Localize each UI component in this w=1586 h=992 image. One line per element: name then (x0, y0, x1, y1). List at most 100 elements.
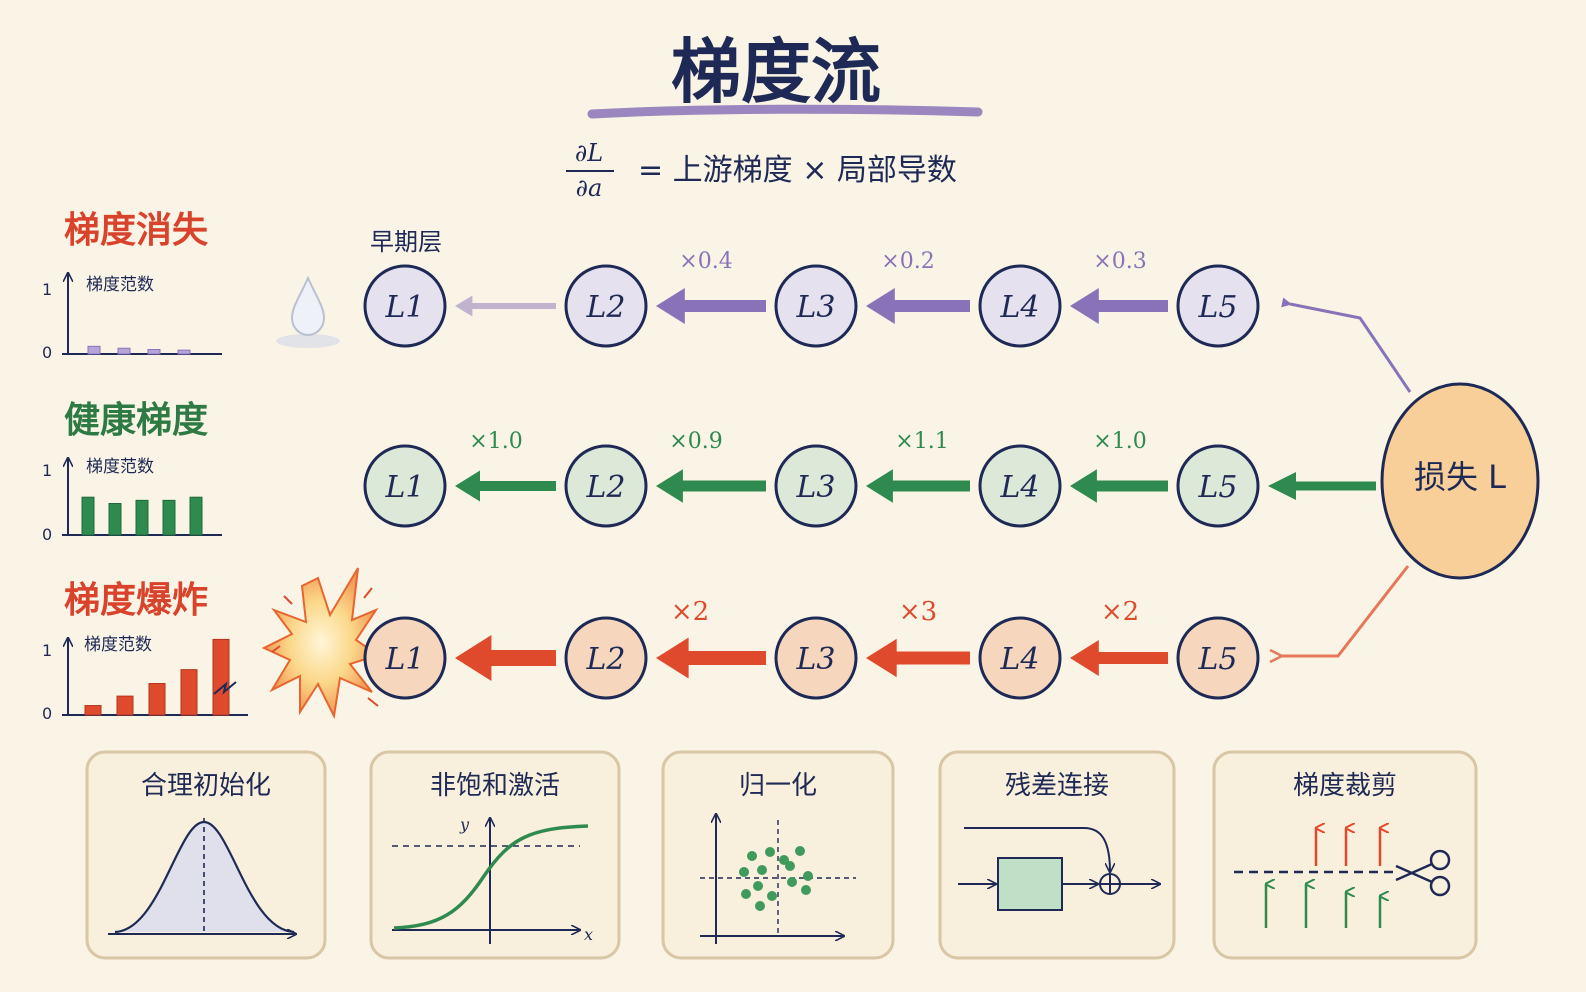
explode-layer-label: L4 (999, 642, 1039, 677)
axis-y-label: y (459, 815, 470, 834)
vanish-gradient-arrow (656, 288, 766, 324)
chart-ytick-0: 0 (42, 704, 52, 723)
healthy-gradient-arrow (656, 469, 766, 503)
vanish-layer-node: L3 (774, 264, 858, 348)
healthy-layer-node: L5 (1176, 444, 1260, 528)
explode-layer-node: L1 (363, 616, 447, 700)
vanish-layer-label: L1 (384, 290, 424, 325)
vanish-layer-label: L2 (585, 290, 625, 325)
loss-to-explode-arrow (1280, 565, 1410, 656)
chart-bar (117, 347, 131, 355)
vanish-layer-label: L5 (1197, 290, 1237, 325)
title-underline (587, 104, 983, 119)
healthy-gradient-arrow (866, 469, 970, 503)
healthy-layer-label: L2 (585, 470, 625, 505)
bell-curve-icon (108, 818, 296, 934)
explode-layer-label: L2 (585, 642, 625, 677)
vanish-layer-label: L4 (999, 290, 1039, 325)
chart-bar (162, 499, 176, 536)
chart-bar (87, 345, 101, 355)
explode-layer-node: L5 (1176, 616, 1260, 700)
fix-card-residual: 残差连接 (938, 750, 1176, 960)
explode-multiplier: ×2 (1101, 597, 1139, 627)
explode-layer-label: L1 (384, 642, 424, 677)
healthy-multiplier: ×1.1 (895, 429, 948, 454)
chart-bar (180, 669, 198, 716)
explode-gradient-arrow (455, 635, 556, 681)
scissors-clip-icon (1234, 828, 1451, 928)
loss-node: 损失 L (1280, 297, 1540, 656)
healthy-layer-node: L1 (363, 444, 447, 528)
explode-gradient-arrow (866, 638, 970, 678)
formula-numerator: ∂L (575, 139, 603, 167)
fix-label: 归一化 (739, 771, 817, 801)
sigmoid-curve-icon: x y (392, 815, 593, 944)
chart-ytick-0: 0 (42, 343, 52, 362)
chart-bar (81, 496, 95, 536)
healthy-layer-node: L3 (774, 444, 858, 528)
healthy-layer-label: L3 (795, 470, 835, 505)
vanish-gradient-arrow (455, 295, 556, 317)
chart-ytick-1: 1 (42, 280, 52, 299)
healthy-layer-node: L4 (978, 444, 1062, 528)
explode-layer-node: L2 (564, 616, 648, 700)
chart-ytick-0: 0 (42, 525, 52, 544)
explode-layer-node: L4 (978, 616, 1062, 700)
loss-to-healthy-arrow (1268, 472, 1376, 500)
chart-bar (135, 499, 149, 536)
healthy-title: 健康梯度 (64, 399, 208, 441)
explode-layer-label: L3 (795, 642, 835, 677)
early-layer-label: 早期层 (370, 228, 442, 256)
axis-x-label: x (584, 925, 593, 944)
water-drop-icon (276, 275, 340, 348)
vanish-layer-label: L3 (795, 290, 835, 325)
vanish-title: 梯度消失 (64, 210, 209, 251)
explode-layer-label: L5 (1197, 642, 1237, 677)
vanish-multiplier: ×0.3 (1093, 249, 1146, 274)
chain-rule-formula: ∂L ∂a = 上游梯度 × 局部导数 (566, 139, 957, 202)
scatter-normalized-icon (700, 814, 856, 944)
explode-layer-node: L3 (774, 616, 858, 700)
loss-label: 损失 L (1414, 458, 1506, 496)
fix-card-clipping: 梯度裁剪 (1212, 750, 1478, 960)
vanish-multiplier: ×0.4 (679, 249, 732, 274)
fix-label: 梯度裁剪 (1293, 771, 1397, 801)
healthy-layer-node: L2 (564, 444, 648, 528)
chart-ylabel: 梯度范数 (86, 275, 154, 295)
fix-card-normalization: 归一化 (661, 750, 895, 960)
chart-bar (147, 349, 161, 355)
explosion-icon (261, 567, 381, 720)
explode-gradient-arrow (656, 637, 766, 679)
vanish-norm-chart: 梯度范数 1 0 (42, 273, 222, 362)
chart-ytick-1: 1 (42, 461, 52, 480)
vanish-layer-node: L5 (1176, 264, 1260, 348)
loss-to-vanish-arrow (1281, 297, 1412, 393)
chart-bar (108, 503, 122, 536)
vanish-gradient-arrow (866, 288, 970, 324)
fix-card-activation: 非饱和激活 x y (369, 750, 621, 960)
fix-label: 合理初始化 (141, 771, 271, 801)
explode-title: 梯度爆炸 (64, 580, 208, 621)
chart-ylabel: 梯度范数 (86, 457, 154, 477)
residual-block-icon (958, 827, 1160, 911)
chart-ylabel: 梯度范数 (84, 635, 152, 655)
chart-bar (212, 638, 230, 716)
healthy-norm-chart: 梯度范数 1 0 (42, 457, 222, 544)
loss-circle (1380, 382, 1540, 580)
healthy-multiplier: ×1.0 (469, 429, 522, 454)
vanish-layer-node: L1 (363, 264, 447, 348)
overflow-zigzag-icon (213, 681, 237, 695)
healthy-layer-label: L5 (1197, 470, 1237, 505)
chart-bar (148, 683, 166, 716)
chart-bar (116, 695, 134, 716)
chart-ytick-1: 1 (42, 641, 52, 660)
explode-multiplier: ×3 (899, 597, 937, 627)
healthy-layer-label: L1 (384, 470, 424, 505)
vanish-layer-node: L4 (978, 264, 1062, 348)
chart-bar (177, 349, 191, 355)
formula-rhs: = 上游梯度 × 局部导数 (638, 153, 957, 188)
healthy-multiplier: ×0.9 (669, 429, 722, 454)
chart-bar (189, 496, 203, 536)
